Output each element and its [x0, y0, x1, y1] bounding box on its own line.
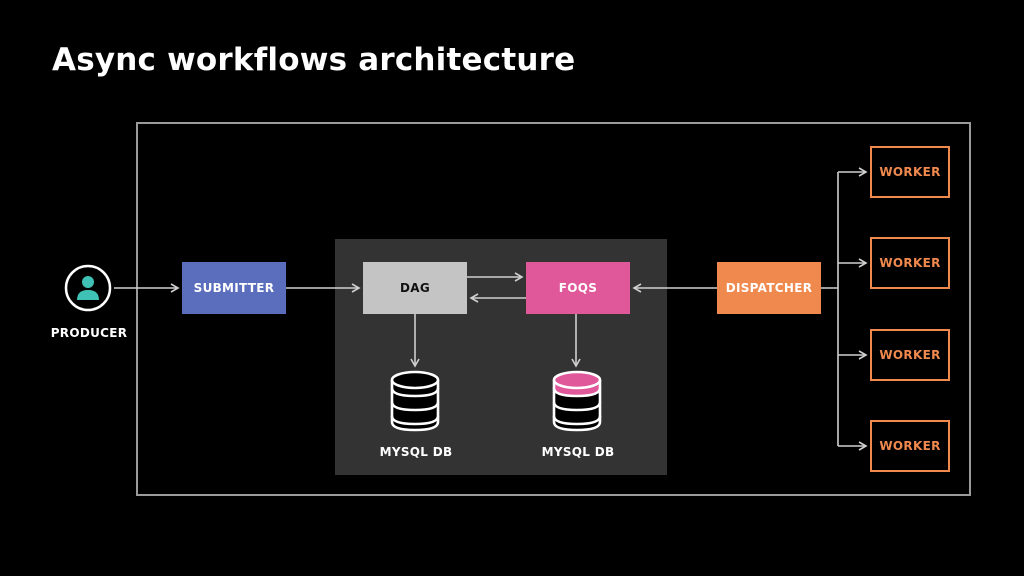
worker-node-3: WORKER	[870, 329, 950, 381]
worker-node-2: WORKER	[870, 237, 950, 289]
page-title: Async workflows architecture	[52, 42, 576, 78]
dag-database-icon	[390, 370, 440, 432]
submitter-node: SUBMITTER	[182, 262, 286, 314]
dag-database-label: MYSQL DB	[379, 445, 453, 459]
foqs-node: FOQS	[526, 262, 630, 314]
system-boundary	[136, 122, 971, 496]
dag-node: DAG	[363, 262, 467, 314]
foqs-database-icon	[552, 370, 602, 432]
foqs-database-label: MYSQL DB	[541, 445, 615, 459]
producer-user-icon	[64, 264, 112, 312]
dispatcher-node: DISPATCHER	[717, 262, 821, 314]
producer-label: PRODUCER	[50, 326, 128, 340]
worker-node-1: WORKER	[870, 146, 950, 198]
worker-node-4: WORKER	[870, 420, 950, 472]
